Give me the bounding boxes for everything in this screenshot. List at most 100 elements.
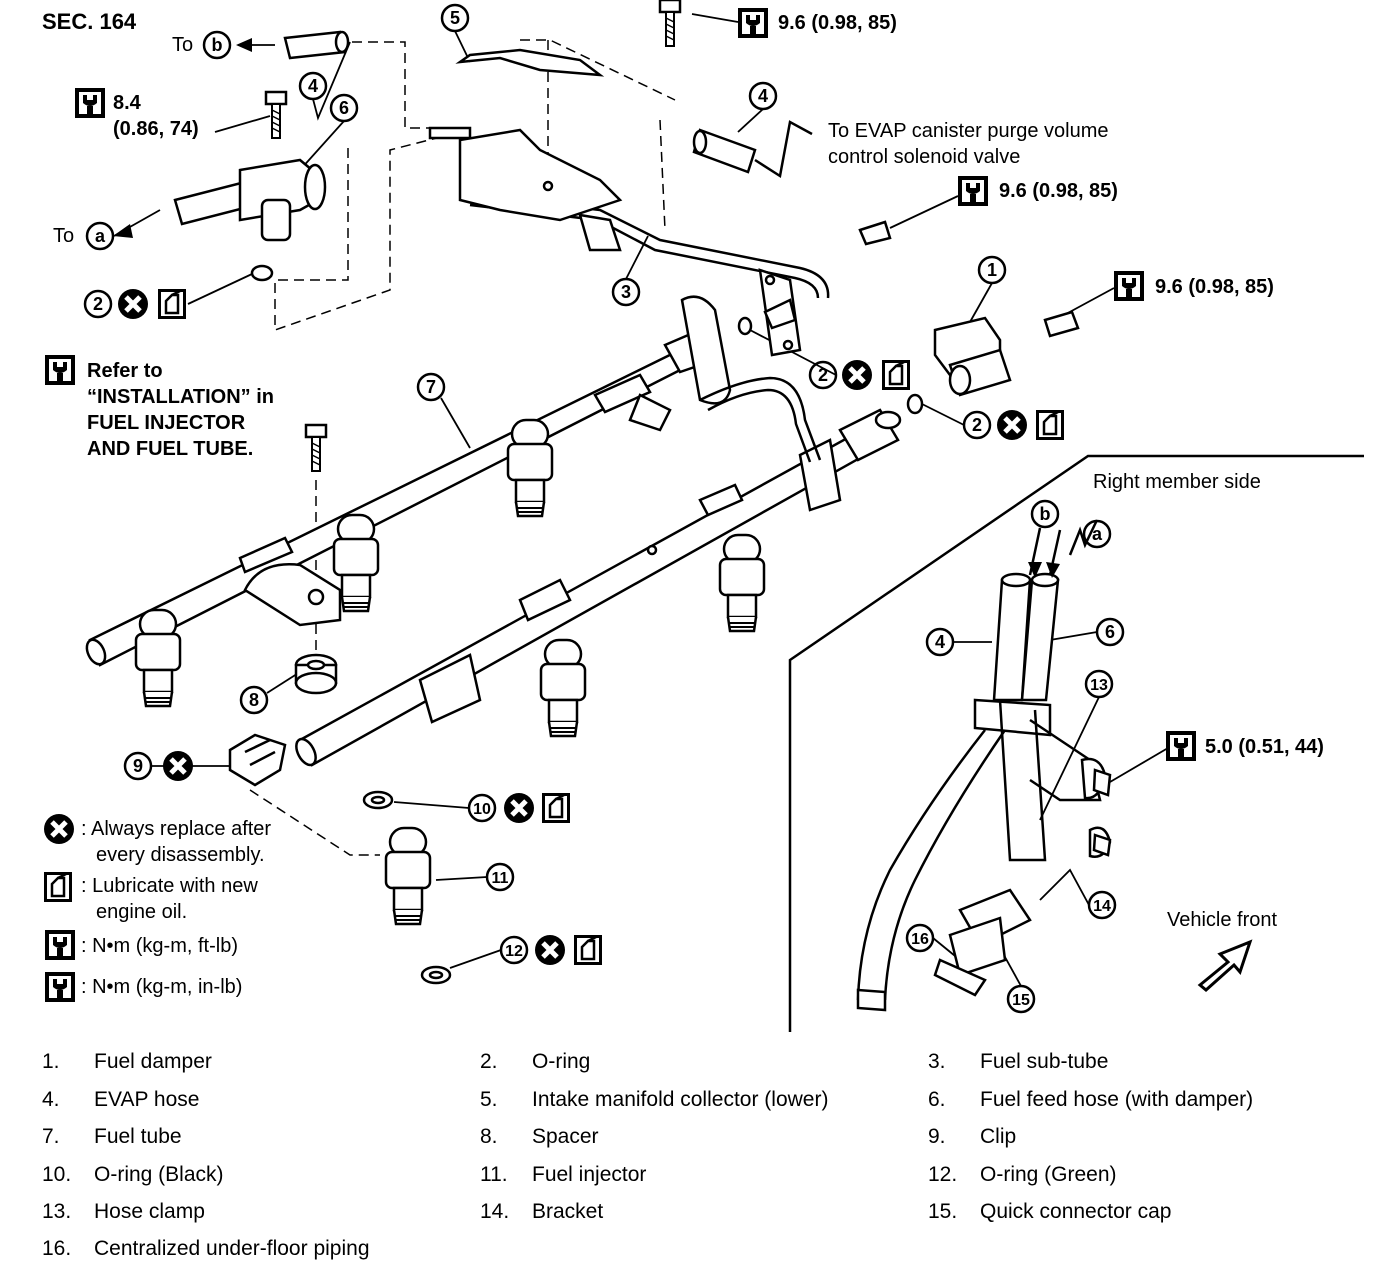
evap-hose: [692, 120, 813, 179]
part-item-5: 5.Intake manifold collector (lower): [480, 1088, 829, 1111]
fuel-tube-lower: [295, 408, 902, 767]
svg-text:b: b: [212, 35, 223, 55]
lube-icon-12: [572, 933, 604, 967]
part-item-3: 3.Fuel sub-tube: [928, 1050, 1109, 1073]
fuel-tube-upper: [85, 295, 732, 667]
arrowheads: [113, 38, 252, 238]
inset-bolts: [1092, 768, 1112, 857]
vehicle-front-arrow: [1197, 939, 1253, 992]
svg-text:a: a: [1092, 524, 1103, 544]
lube-icon-legend: [42, 870, 74, 904]
clip: [228, 733, 287, 787]
svg-text:1: 1: [987, 260, 997, 280]
wrench-icon-legend-ftlb: [45, 930, 75, 960]
wrench-icon-mid: [958, 176, 988, 206]
part-item-13: 13.Hose clamp: [42, 1200, 205, 1223]
callout-15: 15: [1006, 984, 1036, 1014]
injector-11: [384, 826, 432, 926]
torque-left-line1: 8.4: [113, 92, 141, 114]
svg-text:7: 7: [426, 377, 436, 397]
legend-lube-line2: engine oil.: [96, 901, 188, 923]
callout-3: 3: [611, 277, 641, 307]
part-item-12: 12.O-ring (Green): [928, 1163, 1117, 1186]
section-code: SEC. 164: [42, 9, 137, 34]
svg-text:9: 9: [133, 756, 143, 776]
callout-2c: 2: [962, 410, 992, 440]
spacer: [294, 653, 338, 695]
callout-a-left: a: [85, 221, 115, 251]
refer-note-line4: AND FUEL TUBE.: [87, 438, 254, 460]
part-item-11: 11.Fuel injector: [480, 1163, 647, 1186]
part-item-1: 1.Fuel damper: [42, 1050, 212, 1073]
inset-title: Right member side: [1093, 471, 1261, 493]
svg-text:13: 13: [1090, 677, 1108, 694]
legend-nm-ftlb: : N•m (kg-m, ft-lb): [81, 935, 238, 957]
refer-note-line2: “INSTALLATION” in: [87, 386, 275, 408]
to-a-label: To: [53, 225, 75, 247]
svg-text:4: 4: [935, 632, 945, 652]
callout-7: 7: [416, 372, 446, 402]
bolts-angled: [858, 220, 1080, 338]
svg-text:15: 15: [1012, 992, 1030, 1009]
part-item-7: 7.Fuel tube: [42, 1125, 182, 1148]
callout-4-inset: 4: [925, 627, 955, 657]
callout-6: 6: [329, 93, 359, 123]
fuel-feed-hose-damper: [173, 30, 472, 282]
callout-12: 12: [499, 935, 529, 965]
lube-icon-2a: [156, 287, 188, 321]
o-rings: [362, 790, 452, 985]
wrench-icon-left: [75, 88, 105, 118]
replace-icon-2b: [842, 360, 872, 390]
part-item-14: 14.Bracket: [480, 1200, 604, 1223]
svg-text:6: 6: [1105, 622, 1115, 642]
callout-4-top: 4: [298, 71, 328, 101]
intake-collector: [455, 48, 672, 432]
callout-2a: 2: [83, 289, 113, 319]
lube-icon-10: [540, 791, 572, 825]
svg-text:2: 2: [818, 365, 828, 385]
part-item-4: 4.EVAP hose: [42, 1088, 200, 1111]
callout-5: 5: [440, 3, 470, 33]
wrench-icon-legend-inlb: [45, 972, 75, 1002]
leader-lines: [113, 13, 1169, 987]
wrench-icon-right: [1114, 271, 1144, 301]
svg-text:4: 4: [308, 76, 318, 96]
fuel-sub-tube: [469, 193, 830, 463]
svg-text:14: 14: [1093, 898, 1111, 915]
legend-nm-inlb: : N•m (kg-m, in-lb): [81, 976, 243, 998]
injector-4: [718, 533, 766, 633]
part-item-2: 2.O-ring: [480, 1050, 591, 1073]
callout-6-inset: 6: [1095, 617, 1125, 647]
callout-b-inset: b: [1030, 499, 1060, 529]
callout-circles: 5 4 6 4 3 1 7 8 9 10 11 12 2 2 2 4 6 13 …: [83, 3, 1125, 1014]
wrench-icon-refer: [45, 355, 75, 385]
callout-4-right: 4: [748, 81, 778, 111]
replace-icon-legend: [44, 814, 74, 844]
svg-text:5: 5: [450, 8, 460, 28]
svg-text:3: 3: [621, 282, 631, 302]
legend-replace-line2: every disassembly.: [96, 844, 265, 866]
replace-icon-12: [535, 935, 565, 965]
evap-destination-line2: control solenoid valve: [828, 146, 1021, 168]
wrench-icon-top: [738, 8, 768, 38]
callout-b-top: b: [202, 30, 232, 60]
torque-right: 9.6 (0.98, 85): [1155, 276, 1274, 298]
replace-icon-9: [163, 751, 193, 781]
inset-frame: [788, 454, 1364, 1032]
callout-16: 16: [905, 923, 935, 953]
callout-8: 8: [239, 685, 269, 715]
svg-text:2: 2: [972, 415, 982, 435]
refer-note-line3: FUEL INJECTOR: [87, 412, 246, 434]
part-item-10: 10.O-ring (Black): [42, 1163, 224, 1186]
refer-note-line1: Refer to: [87, 360, 163, 382]
svg-text:b: b: [1040, 504, 1051, 524]
svg-text:6: 6: [339, 98, 349, 118]
callout-9: 9: [123, 751, 153, 781]
lube-icon-2b: [880, 358, 912, 392]
svg-text:10: 10: [473, 801, 491, 818]
callout-2b: 2: [808, 360, 838, 390]
replace-icon-2a: [118, 289, 148, 319]
callout-13: 13: [1084, 669, 1114, 699]
svg-text:8: 8: [249, 690, 259, 710]
part-item-15: 15.Quick connector cap: [928, 1200, 1172, 1223]
